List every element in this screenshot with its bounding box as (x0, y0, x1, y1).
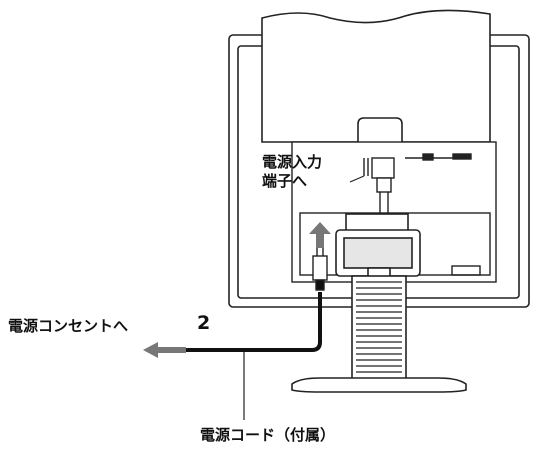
power-cord-label: 電源コード（付属） (200, 426, 336, 444)
power-plug (312, 248, 328, 291)
step-number: 2 (197, 312, 211, 334)
insert-arrow-icon (309, 222, 331, 248)
handle-notch (357, 117, 403, 142)
power-input-label-line2: 端子へ (262, 172, 308, 190)
outlet-arrow-icon (143, 342, 186, 358)
stand (291, 213, 467, 393)
stand-ridges (356, 281, 402, 373)
outlet-label: 電源コンセントへ (8, 317, 129, 335)
power-input-label: 電源入力 端子へ (262, 153, 322, 191)
power-input-label-line1: 電源入力 (262, 153, 323, 171)
input-leader-line (349, 175, 365, 183)
power-cord (172, 292, 322, 352)
rear-cover (261, 9, 491, 143)
